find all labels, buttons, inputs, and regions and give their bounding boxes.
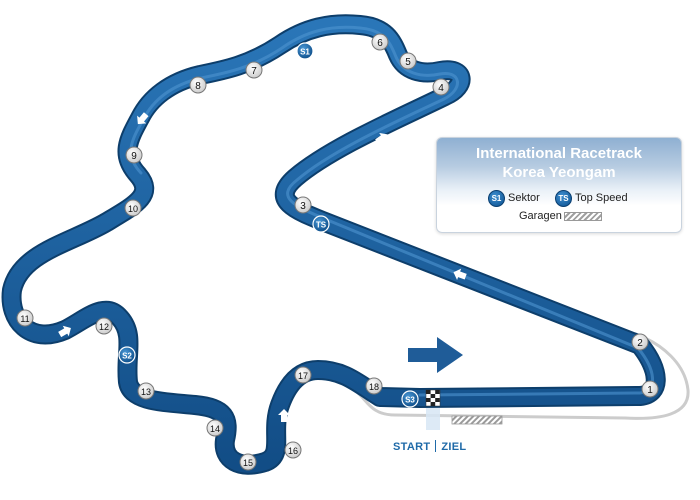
sector-2-badge: S2 bbox=[118, 346, 136, 364]
legend-title-line1: International Racetrack bbox=[476, 145, 642, 162]
start-finish-label: START ZIEL bbox=[393, 440, 466, 453]
corner-3: 3 bbox=[294, 196, 312, 214]
track-surface bbox=[3, 16, 664, 473]
direction-arrow-large bbox=[408, 337, 463, 373]
svg-text:14: 14 bbox=[210, 424, 220, 434]
svg-text:S3: S3 bbox=[405, 396, 415, 405]
direction-arrow-2 bbox=[453, 268, 467, 280]
svg-text:S2: S2 bbox=[122, 352, 132, 361]
corner-13: 13 bbox=[137, 382, 155, 400]
direction-arrows bbox=[58, 112, 467, 422]
svg-text:3: 3 bbox=[300, 201, 306, 212]
corner-17: 17 bbox=[294, 366, 312, 384]
svg-text:8: 8 bbox=[195, 81, 201, 92]
svg-text:11: 11 bbox=[20, 314, 29, 324]
corner-markers: 1 2 3 4 5 6 7 8 9 10 11 12 13 14 15 16 1… bbox=[16, 33, 659, 471]
legend-speed-badge: TS bbox=[555, 190, 572, 207]
corner-10: 10 bbox=[124, 199, 142, 217]
legend-garage-swatch bbox=[564, 212, 602, 221]
svg-text:S1: S1 bbox=[300, 48, 310, 57]
pit-lane bbox=[356, 336, 690, 420]
finish-label: ZIEL bbox=[441, 441, 467, 453]
legend-sector-label: Sektor bbox=[508, 192, 540, 204]
start-finish-separator bbox=[435, 440, 437, 452]
legend-box: International Racetrack Korea Yeongam S1… bbox=[436, 137, 682, 233]
legend-title: International Racetrack Korea Yeongam bbox=[437, 144, 681, 182]
direction-arrow-1 bbox=[375, 132, 388, 145]
direction-arrow-4 bbox=[58, 325, 71, 338]
corner-12: 12 bbox=[95, 317, 113, 335]
sector-badges: S1 S2 S3 TS bbox=[118, 42, 419, 408]
svg-text:17: 17 bbox=[298, 371, 308, 381]
svg-text:7: 7 bbox=[251, 66, 257, 77]
corner-6: 6 bbox=[371, 33, 389, 51]
legend-sector-badge: S1 bbox=[488, 190, 505, 207]
svg-text:12: 12 bbox=[99, 322, 109, 332]
svg-text:16: 16 bbox=[288, 446, 298, 456]
corner-2: 2 bbox=[631, 333, 649, 351]
svg-text:15: 15 bbox=[243, 458, 253, 468]
svg-text:TS: TS bbox=[316, 221, 327, 230]
svg-text:13: 13 bbox=[141, 387, 151, 397]
svg-text:18: 18 bbox=[369, 382, 379, 392]
svg-text:10: 10 bbox=[128, 204, 138, 214]
corner-18: 18 bbox=[365, 377, 383, 395]
corner-11: 11 bbox=[16, 309, 34, 327]
start-label: START bbox=[393, 441, 431, 453]
svg-text:2: 2 bbox=[637, 338, 643, 349]
svg-text:4: 4 bbox=[438, 83, 444, 94]
direction-arrow-5 bbox=[278, 409, 290, 422]
legend-garage-label: Garagen bbox=[519, 210, 562, 222]
legend-title-line2: Korea Yeongam bbox=[502, 164, 616, 181]
corner-9: 9 bbox=[125, 146, 143, 164]
corner-16: 16 bbox=[284, 441, 302, 459]
corner-8: 8 bbox=[189, 76, 207, 94]
svg-text:6: 6 bbox=[377, 38, 383, 49]
corner-15: 15 bbox=[239, 453, 257, 471]
top-speed-badge: TS bbox=[312, 215, 330, 233]
sector-1-badge: S1 bbox=[296, 42, 314, 60]
corner-1: 1 bbox=[641, 380, 659, 398]
svg-text:1: 1 bbox=[647, 385, 653, 396]
legend-speed-label: Top Speed bbox=[575, 192, 628, 204]
corner-4: 4 bbox=[432, 78, 450, 96]
garage-area bbox=[451, 415, 503, 425]
svg-text:5: 5 bbox=[405, 57, 411, 68]
corner-5: 5 bbox=[399, 52, 417, 70]
direction-arrow-3 bbox=[137, 112, 149, 125]
start-finish-line bbox=[425, 389, 441, 430]
corner-14: 14 bbox=[206, 419, 224, 437]
corner-7: 7 bbox=[245, 61, 263, 79]
sector-3-badge: S3 bbox=[401, 390, 419, 408]
svg-text:9: 9 bbox=[131, 151, 137, 162]
